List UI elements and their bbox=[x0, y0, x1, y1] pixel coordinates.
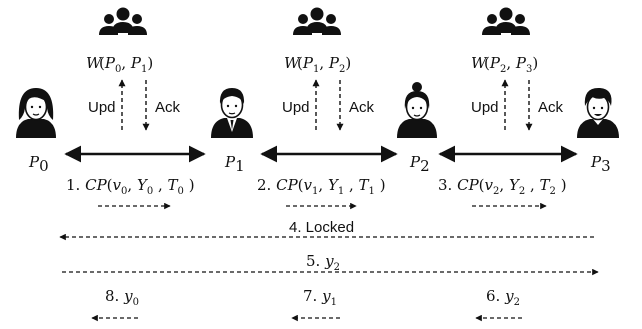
reveal-y2: 6. y2 bbox=[475, 287, 522, 322]
witness-args: (P1, P2) bbox=[297, 54, 351, 75]
upd-label: Upd bbox=[471, 99, 499, 116]
people-group-icon bbox=[293, 7, 341, 35]
reveal-y0: 8. y0 bbox=[91, 287, 139, 322]
reveal-y1-label: 7. y1 bbox=[303, 287, 337, 308]
broadcast-locked: 4. Locked bbox=[59, 219, 594, 241]
party-p2-label: P2 bbox=[409, 153, 430, 175]
party-p3-label: P3 bbox=[590, 153, 611, 175]
witness-label: W bbox=[86, 54, 103, 72]
people-group-icon bbox=[482, 7, 530, 35]
broadcast-locked-label: 4. Locked bbox=[289, 219, 354, 236]
ack-label: Ack bbox=[349, 99, 375, 116]
witness-args: (P2, P3) bbox=[484, 54, 538, 75]
channel-proposal-3: 3. CP(v2, Y2 , T2 ) bbox=[438, 176, 567, 210]
broadcast-y2: 5. y2 bbox=[62, 252, 599, 276]
party-p3-avatar bbox=[577, 87, 619, 138]
ack-label: Ack bbox=[538, 99, 564, 116]
reveal-y0-label: 8. y0 bbox=[105, 287, 139, 308]
proposal-text: 1. CP(v0, Y0 , T0 ) bbox=[66, 176, 195, 197]
party-p1-avatar bbox=[211, 88, 253, 138]
upd-label: Upd bbox=[282, 99, 310, 116]
witness-group-2: W (P1, P2) Upd Ack bbox=[282, 7, 375, 131]
ack-label: Ack bbox=[155, 99, 181, 116]
proposal-text: 3. CP(v2, Y2 , T2 ) bbox=[438, 176, 567, 197]
witness-group-1: W (P0, P1) Upd Ack bbox=[86, 7, 181, 131]
reveal-y1: 7. y1 bbox=[291, 287, 340, 322]
witness-label: W bbox=[471, 54, 488, 72]
party-p1-label: P1 bbox=[224, 153, 245, 175]
channel-proposal-2: 2. CP(v1, Y1 , T1 ) bbox=[257, 176, 386, 210]
party-p0-label: P0 bbox=[28, 153, 49, 175]
proposal-text: 2. CP(v1, Y1 , T1 ) bbox=[257, 176, 386, 197]
party-p0-avatar bbox=[16, 88, 56, 138]
broadcast-y2-label: 5. y2 bbox=[306, 252, 340, 273]
people-group-icon bbox=[99, 7, 147, 35]
reveal-y2-label: 6. y2 bbox=[486, 287, 520, 308]
witness-group-3: W (P2, P3) Upd Ack bbox=[471, 7, 564, 131]
witness-args: (P0, P1) bbox=[99, 54, 153, 75]
witness-label: W bbox=[284, 54, 301, 72]
party-p2-avatar bbox=[397, 82, 437, 138]
upd-label: Upd bbox=[88, 99, 116, 116]
channel-proposal-1: 1. CP(v0, Y0 , T0 ) bbox=[66, 176, 195, 210]
